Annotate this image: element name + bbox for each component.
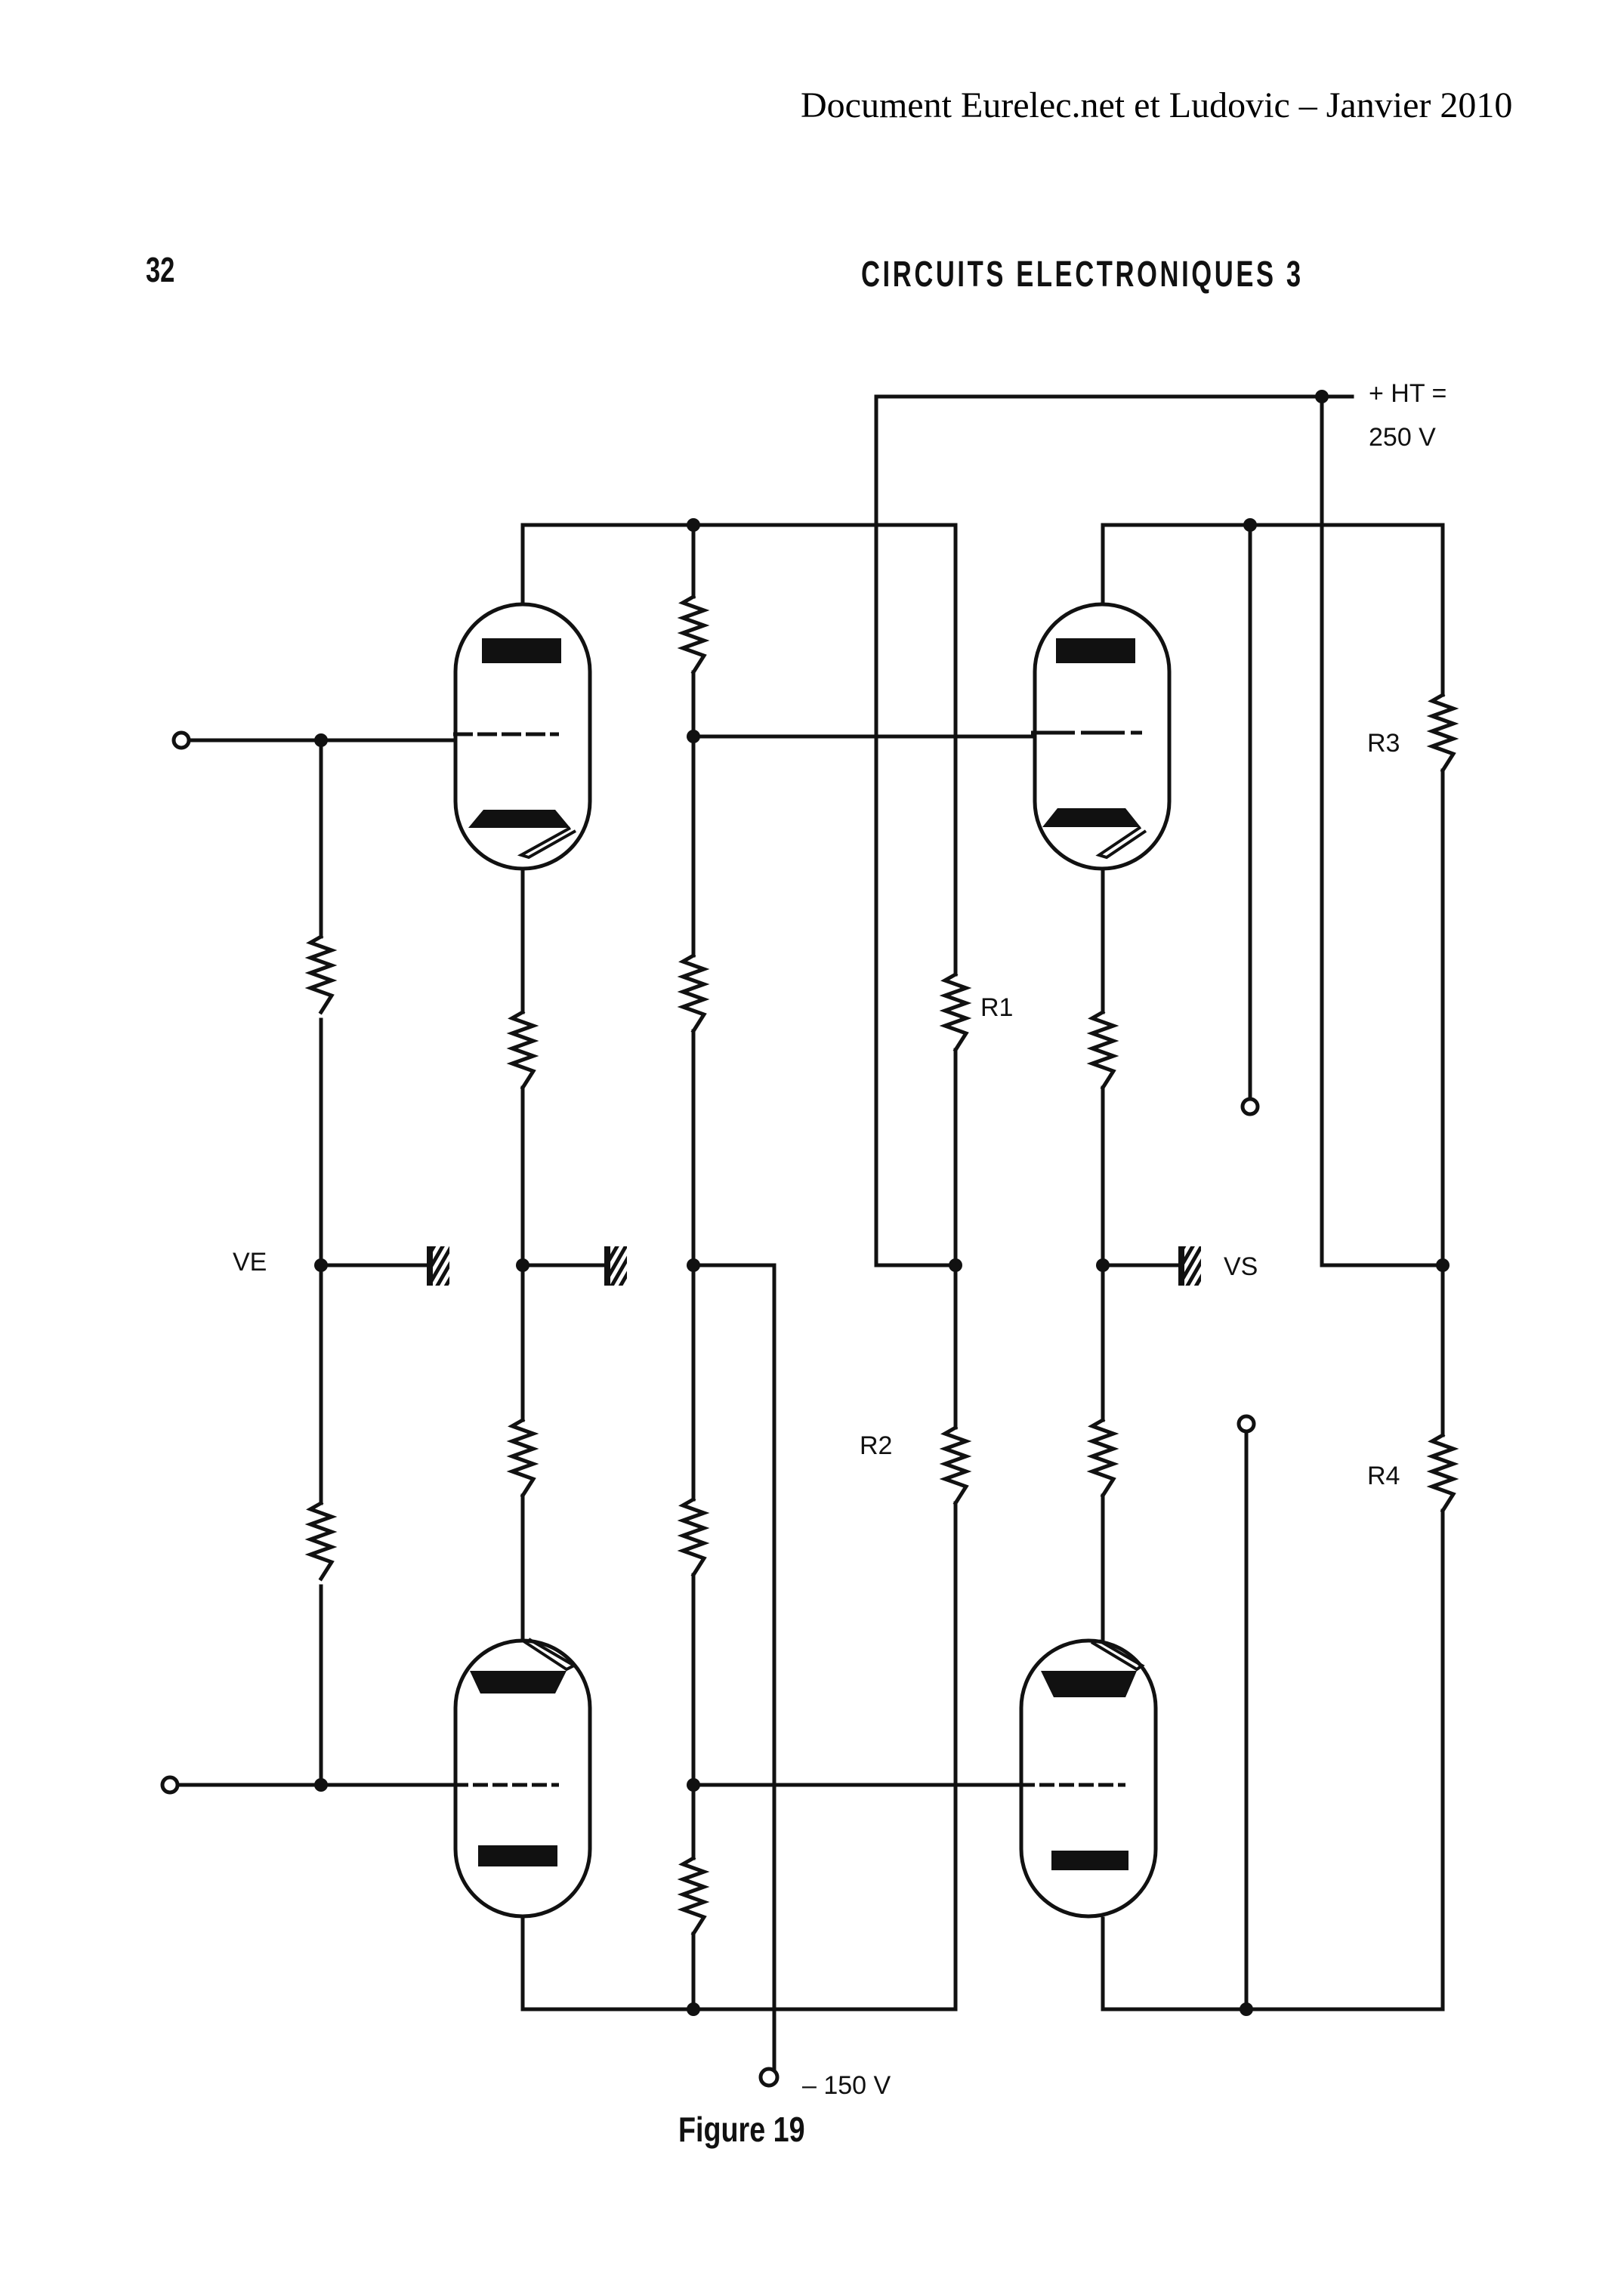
resistor-cathode-left-top: [506, 1009, 539, 1091]
resistor-r3: [1426, 692, 1459, 773]
resistor-divider-2: [677, 952, 710, 1034]
tube-right-bottom: [1019, 1638, 1158, 1919]
resistor-cathode-left-bottom: [506, 1417, 539, 1499]
tube-left-top: [453, 602, 592, 871]
resistor-divider-1: [677, 594, 710, 675]
document-credit: Document Eurelec.net et Ludovic – Janvie…: [801, 85, 1513, 125]
left-tube-column-wiring: [520, 866, 607, 2011]
tube-left-bottom: [453, 1638, 592, 1919]
cathode: [1042, 808, 1141, 827]
resistor-r4: [1426, 1432, 1459, 1514]
junction-dot: [949, 1258, 962, 1272]
r1-label: R1: [980, 993, 1013, 1022]
negative-supply-label: – 150 V: [802, 2071, 891, 2100]
negative-supply-terminal[interactable]: [758, 2067, 780, 2088]
page-number: 32: [146, 250, 175, 289]
tube-right-top: [1031, 602, 1172, 871]
top-rail-right: [1101, 523, 1445, 697]
anode-plate: [1056, 638, 1135, 663]
cathode: [1041, 1671, 1137, 1697]
divider-column-wiring: [691, 523, 1060, 2076]
cathode-heater-lead: [517, 826, 576, 860]
figure-caption: Figure 19: [678, 2110, 805, 2148]
r2-label: R2: [860, 1431, 892, 1460]
cathode-heater-lead: [1090, 1639, 1145, 1672]
r3-label: R3: [1367, 729, 1400, 758]
ground-icon-bar: [604, 1246, 610, 1286]
resistor-divider-3: [677, 1496, 710, 1578]
junction-dot: [687, 1778, 700, 1792]
cathode: [468, 810, 570, 828]
resistor-input-top: [304, 934, 338, 1015]
ht-supply-wire: [874, 394, 1445, 1267]
resistor-input-bottom: [304, 1500, 338, 1582]
cathode-heater-lead: [521, 1638, 578, 1672]
resistor-r1: [939, 971, 972, 1053]
anode-plate: [478, 1845, 557, 1866]
ht-label: + HT =: [1369, 379, 1446, 408]
ht-voltage-label: 250 V: [1369, 423, 1436, 452]
junction-dot: [1315, 390, 1329, 403]
output-voltage-label: VS: [1224, 1252, 1258, 1281]
ground-icon-bar: [1178, 1246, 1184, 1286]
junction-dot: [687, 1258, 700, 1272]
resistor-divider-4: [677, 1855, 710, 1937]
top-rail-left: [520, 523, 958, 977]
r4-label: R4: [1367, 1462, 1400, 1490]
junction-dot: [314, 1778, 328, 1792]
output-terminal-bottom[interactable]: [1237, 1414, 1256, 1434]
resistor-cathode-right-bottom: [1086, 1417, 1119, 1499]
junction-dot: [314, 733, 328, 747]
book-title: CIRCUITS ELECTRONIQUES 3: [861, 255, 1304, 295]
anode-plate: [482, 638, 561, 663]
right-tube-column-wiring: [1101, 866, 1181, 2011]
input-voltage-label: VE: [233, 1248, 267, 1277]
output-terminal-top[interactable]: [1240, 1097, 1260, 1116]
junction-dot: [1436, 1258, 1450, 1272]
cathode-heater-lead: [1095, 826, 1147, 860]
input-wiring: [175, 738, 455, 1787]
junction-dot: [516, 1258, 529, 1272]
anode-plate: [1051, 1851, 1128, 1870]
ground-icon-bar: [427, 1246, 433, 1286]
junction-dot: [314, 1258, 328, 1272]
junction-dot: [1240, 2002, 1253, 2016]
bottom-rail-left: [520, 1501, 958, 2011]
resistor-cathode-right-top: [1086, 1009, 1119, 1091]
input-terminal-top[interactable]: [171, 730, 191, 750]
junction-dot: [687, 2002, 700, 2016]
cathode: [470, 1671, 567, 1693]
junction-dot: [687, 730, 700, 743]
resistor-r2: [939, 1425, 972, 1506]
junction-dot: [1096, 1258, 1110, 1272]
input-terminal-bottom[interactable]: [160, 1775, 180, 1795]
output-wiring: [1244, 523, 1252, 2011]
